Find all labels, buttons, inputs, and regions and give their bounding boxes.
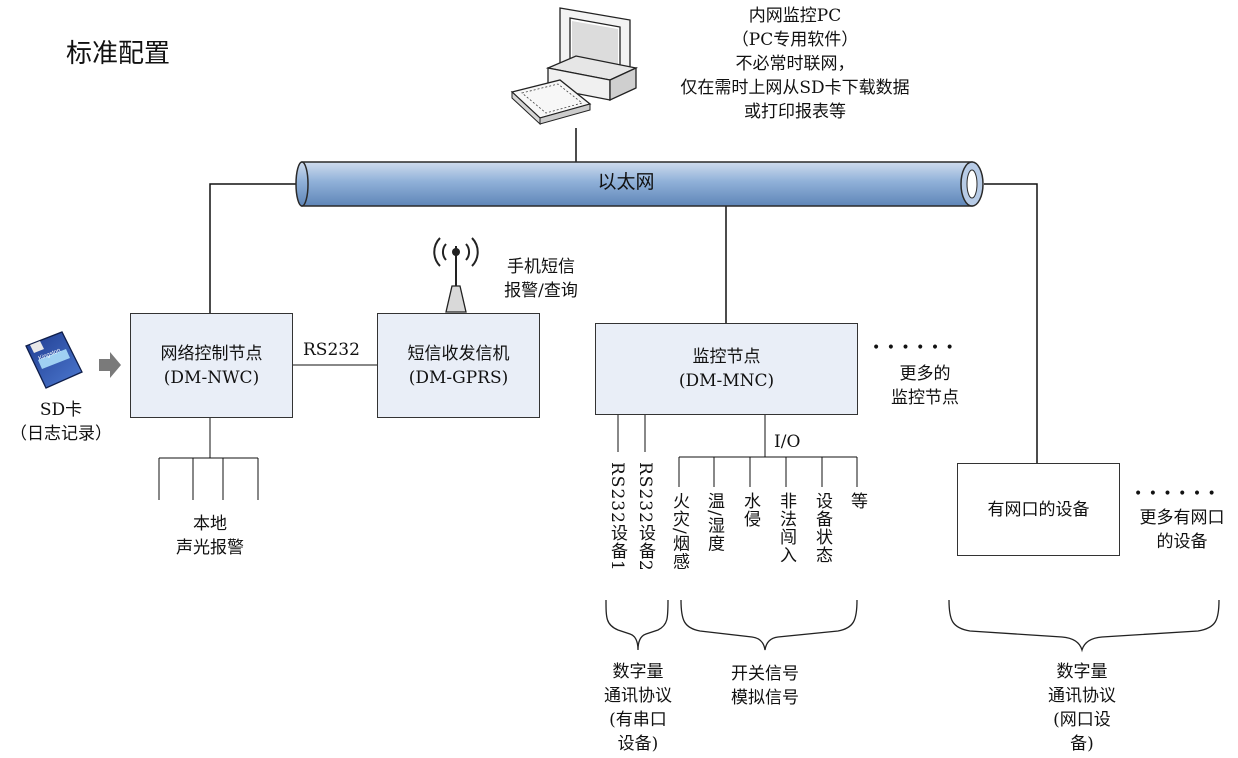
sms-line-2: 报警/查询 — [504, 281, 578, 301]
io-item-water: 水侵 — [740, 492, 760, 528]
sd-card-line-2: （日志记录） — [10, 424, 112, 444]
net-device-box[interactable]: 有网口的设备 — [957, 463, 1120, 556]
mnc-node-name: 监控节点 — [692, 347, 761, 367]
pc-line-5: 或打印报表等 — [744, 102, 846, 122]
pc-line-2: （PC专用软件） — [731, 30, 859, 50]
mnc-node-box[interactable]: 监控节点 (DM-MNC) — [595, 323, 858, 415]
sms-line-1: 手机短信 — [507, 257, 575, 277]
gprs-node-model: (DM-GPRS) — [408, 367, 509, 388]
io-item-etc: 等 — [847, 492, 867, 510]
sd-card-line-1: SD卡 — [39, 400, 83, 420]
more-net-label: 更多有网口 的设备 — [1126, 506, 1238, 554]
serial-group-label: 数字量 通讯协议 (有串口 设备) — [583, 660, 693, 756]
gprs-node-name: 短信收发信机 — [407, 343, 510, 364]
io-item-temp: 温/湿度 — [704, 492, 724, 553]
more-net-line-2: 的设备 — [1156, 532, 1208, 552]
local-alarm-line-2: 声光报警 — [176, 538, 244, 558]
more-net-dots: • • • • • • — [1134, 486, 1217, 502]
serial-device-2: RS232设备2 — [635, 462, 655, 572]
serial-group-line-4: 设备) — [617, 734, 659, 754]
more-net-line-1: 更多有网口 — [1139, 508, 1225, 528]
computer-icon — [510, 7, 639, 126]
io-label: I/O — [774, 432, 801, 452]
nwc-node-box[interactable]: 网络控制节点 (DM-NWC) — [130, 313, 293, 418]
sd-card-label: SD卡 （日志记录） — [6, 398, 116, 446]
serial-group-line-1: 数字量 — [612, 662, 664, 682]
net-group-label: 数字量 通讯协议 (网口设 备) — [1027, 660, 1137, 756]
ethernet-pipe — [295, 161, 984, 207]
nwc-node-name: 网络控制节点 — [160, 343, 263, 364]
io-item-intrusion: 非法闯入 — [776, 492, 796, 564]
io-group-line-2: 模拟信号 — [731, 688, 799, 708]
io-item-fire: 火灾/烟感 — [669, 492, 689, 571]
more-nodes-dots: • • • • • • — [872, 340, 955, 356]
pc-description: 内网监控PC （PC专用软件） 不必常时联网， 仅在需时上网从SD卡下载数据 或… — [640, 4, 950, 124]
pc-line-1: 内网监控PC — [748, 6, 842, 26]
more-nodes-line-2: 监控节点 — [891, 388, 959, 408]
net-group-line-3: (网口设 — [1053, 710, 1111, 730]
local-alarm-line-1: 本地 — [193, 514, 227, 534]
net-device-label: 有网口的设备 — [987, 499, 1090, 520]
sms-label: 手机短信 报警/查询 — [486, 255, 596, 303]
serial-device-1: RS232设备1 — [607, 462, 627, 572]
arrow-right-icon — [99, 352, 121, 378]
net-group-line-4: 备) — [1070, 734, 1094, 754]
io-item-status: 设备状态 — [812, 492, 832, 564]
pc-line-3: 不必常时联网， — [735, 54, 855, 74]
local-alarm-label: 本地 声光报警 — [160, 512, 260, 560]
net-group-line-2: 通讯协议 — [1048, 686, 1116, 706]
more-nodes-line-1: 更多的 — [899, 364, 951, 384]
serial-group-line-2: 通讯协议 — [604, 686, 672, 706]
page-title: 标准配置 — [66, 39, 171, 69]
sd-card-icon — [25, 331, 83, 389]
antenna-icon — [433, 237, 479, 313]
mnc-node-model: (DM-MNC) — [678, 371, 775, 391]
net-group-line-1: 数字量 — [1056, 662, 1108, 682]
more-nodes-label: 更多的 监控节点 — [870, 362, 980, 410]
gprs-node-box[interactable]: 短信收发信机 (DM-GPRS) — [377, 313, 540, 418]
io-group-label: 开关信号 模拟信号 — [710, 662, 820, 710]
nwc-node-model: (DM-NWC) — [163, 367, 260, 388]
rs232-link-label: RS232 — [303, 340, 360, 360]
pc-line-4: 仅在需时上网从SD卡下载数据 — [680, 78, 910, 98]
serial-group-line-3: (有串口 — [609, 710, 667, 730]
io-group-line-1: 开关信号 — [731, 664, 799, 684]
ethernet-label: 以太网 — [597, 171, 655, 193]
